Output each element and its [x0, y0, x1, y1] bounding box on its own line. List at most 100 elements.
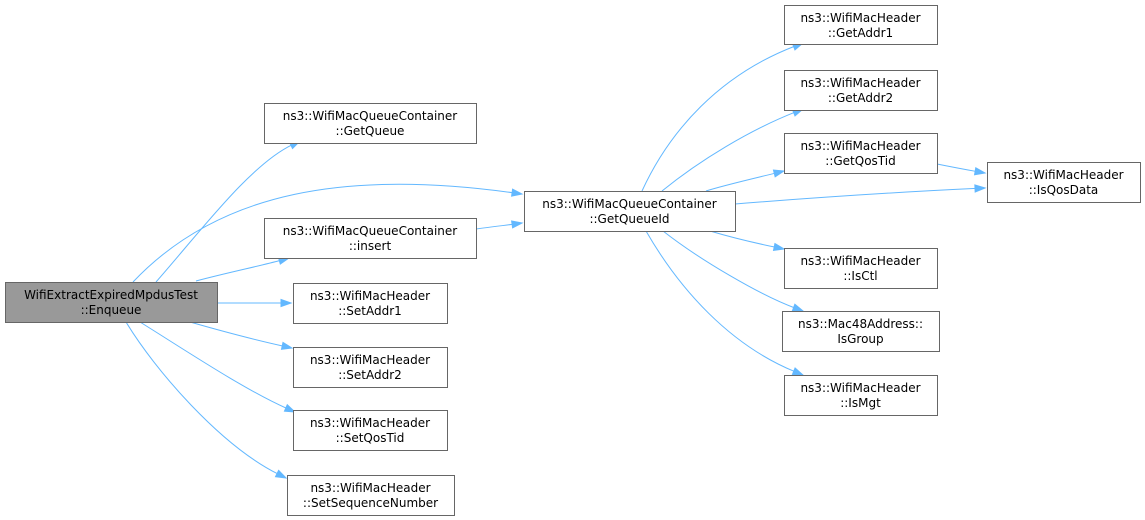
edge-getqueueid-to-getqostid — [705, 169, 786, 192]
edge-line — [139, 321, 287, 409]
node-label-line: ::IsCtl — [843, 269, 877, 283]
edge-arrowhead — [791, 303, 805, 312]
edge-line — [195, 259, 281, 282]
node-box[interactable] — [784, 133, 938, 174]
node-label-line: ns3::WifiMacHeader — [310, 353, 430, 367]
node-box[interactable] — [784, 375, 938, 416]
node-getqueueid[interactable]: ns3::WifiMacQueueContainer::GetQueueId — [524, 191, 736, 232]
node-label-line: ns3::WifiMacHeader — [1003, 168, 1123, 182]
node-getqueue[interactable]: ns3::WifiMacQueueContainer::GetQueue — [264, 103, 477, 144]
node-label-line: ns3::WifiMacHeader — [800, 381, 920, 395]
edge-line — [662, 230, 795, 309]
node-label-line: ::IsMgt — [840, 396, 881, 410]
node-box[interactable] — [293, 410, 448, 451]
edges-layer — [125, 42, 987, 479]
edge-enqueue-to-insert — [195, 256, 291, 282]
node-label-line: ns3::WifiMacHeader — [800, 139, 920, 153]
node-box[interactable] — [264, 103, 477, 144]
node-label-line: ns3::WifiMacHeader — [310, 481, 430, 495]
node-label-line: ::GetAddr1 — [828, 26, 893, 40]
node-label-line: ns3::WifiMacQueueContainer — [283, 224, 458, 238]
node-label-line: ::Enqueue — [81, 303, 142, 317]
node-setseq[interactable]: ns3::WifiMacHeader::SetSequenceNumber — [287, 475, 455, 516]
node-label-line: IsGroup — [837, 332, 883, 346]
node-label-line: ::SetSequenceNumber — [303, 496, 438, 510]
edge-enqueue-to-setaddr1 — [217, 298, 293, 308]
edge-arrowhead — [511, 188, 524, 197]
node-isqosdata[interactable]: ns3::WifiMacHeader::IsQosData — [987, 162, 1141, 203]
edge-line — [661, 111, 795, 192]
node-getqostid[interactable]: ns3::WifiMacHeader::GetQosTid — [784, 133, 938, 174]
edge-getqueueid-to-getaddr1 — [641, 42, 805, 192]
edge-getqueueid-to-ismgt — [645, 230, 805, 376]
node-box[interactable] — [784, 70, 938, 111]
node-setqostid[interactable]: ns3::WifiMacHeader::SetQosTid — [293, 410, 448, 451]
edge-getqostid-to-isqosdata — [936, 163, 987, 176]
node-box[interactable] — [784, 5, 938, 45]
edge-arrowhead — [280, 341, 294, 350]
node-box[interactable] — [5, 282, 218, 323]
edge-getqueueid-to-isctl — [709, 230, 786, 251]
edge-line — [734, 187, 977, 205]
edge-line — [641, 45, 795, 192]
node-box[interactable] — [264, 218, 477, 259]
edge-enqueue-to-setaddr2 — [189, 321, 294, 350]
node-box[interactable] — [784, 248, 938, 289]
node-isgroup[interactable]: ns3::Mac48Address::IsGroup — [782, 311, 940, 352]
node-label-line: ::insert — [349, 239, 392, 253]
node-label-line: ns3::WifiMacHeader — [310, 416, 430, 430]
node-getaddr2[interactable]: ns3::WifiMacHeader::GetAddr2 — [784, 70, 938, 111]
node-enqueue[interactable]: WifiExtractExpiredMpdusTest::Enqueue — [5, 282, 218, 323]
edge-enqueue-to-setseq — [125, 321, 288, 479]
edge-line — [132, 183, 514, 283]
node-label-line: ns3::WifiMacQueueContainer — [283, 109, 458, 123]
node-label-line: ns3::WifiMacHeader — [800, 76, 920, 90]
node-setaddr1[interactable]: ns3::WifiMacHeader::SetAddr1 — [293, 283, 448, 324]
node-label-line: ::GetQueue — [336, 124, 405, 138]
node-isctl[interactable]: ns3::WifiMacHeader::IsCtl — [784, 248, 938, 289]
node-label-line: ::GetQosTid — [825, 154, 895, 168]
edge-line — [475, 223, 514, 230]
edge-enqueue-to-setqostid — [139, 321, 297, 413]
node-label-line: ns3::WifiMacHeader — [800, 11, 920, 25]
edge-line — [709, 230, 776, 248]
node-label-line: ::SetAddr2 — [338, 368, 402, 382]
edge-insert-to-getqueueid — [475, 220, 524, 230]
node-box[interactable] — [782, 311, 940, 352]
edge-line — [645, 230, 795, 373]
node-insert[interactable]: ns3::WifiMacQueueContainer::insert — [264, 218, 477, 259]
edge-arrowhead — [280, 298, 293, 308]
node-box[interactable] — [293, 283, 448, 324]
edge-line — [155, 144, 293, 283]
node-label-line: ::SetQosTid — [336, 431, 405, 445]
node-ismgt[interactable]: ns3::WifiMacHeader::IsMgt — [784, 375, 938, 416]
edge-arrowhead — [974, 184, 987, 193]
node-label-line: ::IsQosData — [1029, 183, 1099, 197]
node-label-line: ns3::WifiMacQueueContainer — [542, 197, 717, 211]
edge-line — [705, 172, 776, 192]
node-box[interactable] — [524, 191, 736, 232]
node-getaddr1[interactable]: ns3::WifiMacHeader::GetAddr1 — [784, 5, 938, 45]
edge-arrowhead — [791, 367, 805, 376]
node-label-line: ::SetAddr1 — [338, 304, 402, 318]
node-setaddr2[interactable]: ns3::WifiMacHeader::SetAddr2 — [293, 347, 448, 388]
edge-arrowhead — [973, 167, 987, 176]
node-label-line: ::GetAddr2 — [828, 91, 893, 105]
node-box[interactable] — [293, 347, 448, 388]
edge-arrowhead — [274, 469, 288, 479]
edge-arrowhead — [772, 242, 786, 251]
edge-arrowhead — [772, 169, 786, 178]
node-label-line: ::GetQueueId — [589, 212, 669, 226]
edge-line — [936, 163, 977, 172]
edge-getqueueid-to-isgroup — [662, 230, 805, 312]
edge-line — [189, 321, 284, 347]
node-label-line: ns3::WifiMacHeader — [800, 254, 920, 268]
edge-arrowhead — [511, 220, 524, 229]
edge-getqueueid-to-isqosdata — [734, 184, 987, 205]
edge-enqueue-to-getqueueid — [132, 183, 524, 283]
edge-getqueueid-to-getaddr2 — [661, 108, 805, 192]
node-box[interactable] — [287, 475, 455, 516]
node-box[interactable] — [987, 162, 1141, 203]
node-label-line: ns3::WifiMacHeader — [310, 289, 430, 303]
